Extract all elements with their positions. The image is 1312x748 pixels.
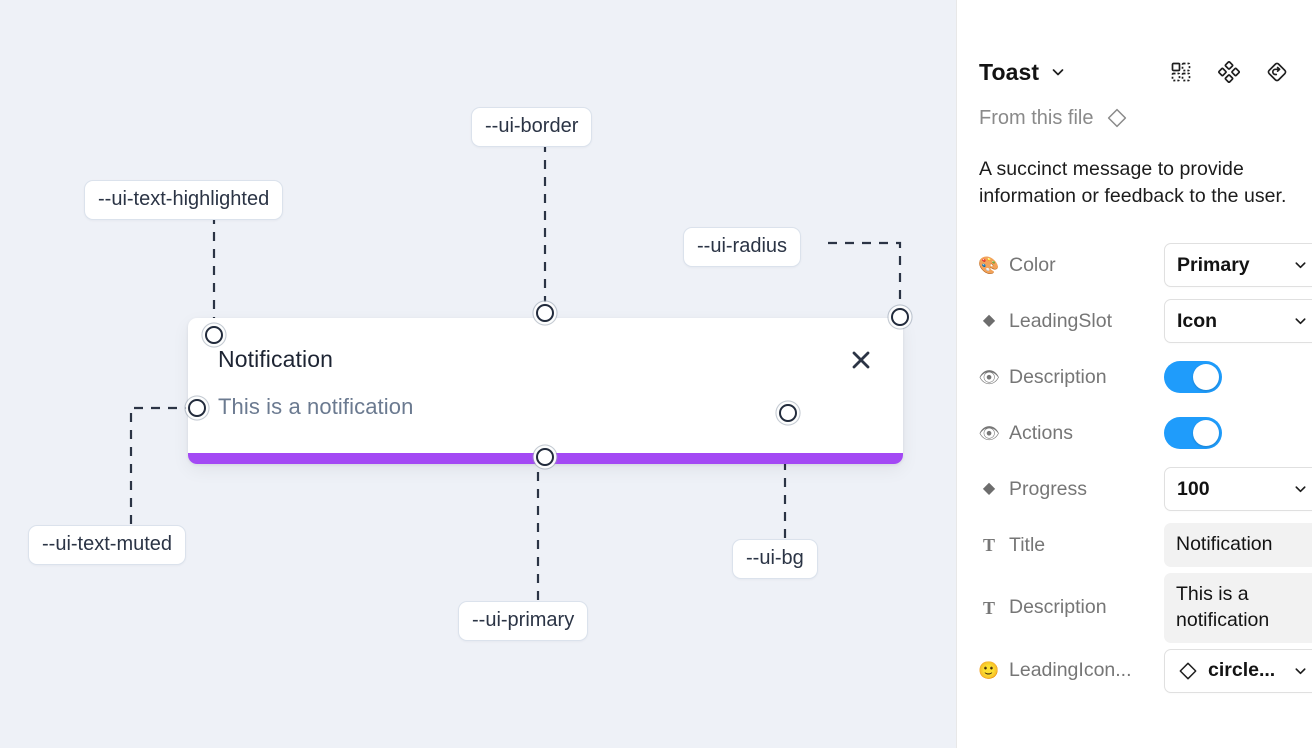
eye-emoji-icon: 👁: [979, 423, 1000, 443]
leadingslot-select-value: Icon: [1177, 309, 1218, 332]
toast-description: This is a notification: [218, 394, 414, 419]
panel-header-actions: [1168, 59, 1290, 85]
property-row-color: 🎨 Color Primary: [979, 237, 1312, 293]
text-type-icon: T: [982, 535, 995, 556]
property-name: Description: [1009, 596, 1107, 619]
anchor-dot-ui-bg[interactable]: [779, 404, 797, 422]
diamond-icon: ◆: [982, 480, 996, 498]
leadingicon-select[interactable]: circle...: [1164, 648, 1312, 693]
toast-component-preview[interactable]: Notification This is a notification: [188, 318, 903, 464]
eye-emoji-icon: 👁: [979, 367, 1000, 387]
color-select[interactable]: Primary: [1164, 243, 1312, 288]
property-row-leadingslot: ◆ LeadingSlot Icon: [979, 293, 1312, 349]
chevron-down-icon: [1293, 663, 1308, 678]
description-input[interactable]: This is a notification: [1164, 573, 1312, 643]
diamond-icon: ◆: [982, 312, 996, 330]
token-pill-ui-text-highlighted[interactable]: --ui-text-highlighted: [84, 180, 284, 220]
from-this-file-row: From this file: [957, 106, 1312, 130]
property-label-title: T Title: [979, 534, 1164, 557]
chevron-down-icon: [1293, 258, 1308, 273]
anchor-dot-ui-text-muted[interactable]: [188, 399, 206, 417]
progress-select[interactable]: 100: [1164, 467, 1312, 512]
page-title: Toast: [979, 58, 1040, 85]
property-name: LeadingIcon...: [1009, 659, 1132, 681]
property-label-description-toggle: 👁 Description: [979, 366, 1164, 389]
token-pill-ui-text-muted[interactable]: --ui-text-muted: [28, 525, 187, 565]
token-pill-ui-radius[interactable]: --ui-radius: [683, 227, 802, 267]
component-description: A succinct message to provide informatio…: [979, 158, 1287, 207]
anchor-dot-ui-text-highlighted[interactable]: [205, 326, 223, 344]
leadingicon-select-value: circle...: [1208, 659, 1276, 681]
token-pill-ui-border[interactable]: --ui-border: [471, 107, 593, 147]
toggle-knob: [1193, 420, 1219, 447]
actions-toggle[interactable]: [1164, 417, 1222, 450]
panel-header: Toast: [957, 0, 1312, 92]
title-input[interactable]: Notification: [1164, 523, 1312, 568]
component-set-icon[interactable]: [1168, 59, 1194, 85]
property-name: Color: [1009, 253, 1056, 276]
property-row-description-toggle: 👁 Description: [979, 349, 1294, 405]
property-label-description-text: T Description: [979, 596, 1164, 619]
leadingslot-select[interactable]: Icon: [1164, 299, 1312, 344]
color-select-value: Primary: [1177, 253, 1250, 276]
property-row-progress: ◆ Progress 100: [979, 461, 1312, 517]
progress-select-value: 100: [1177, 477, 1210, 500]
property-label-leadingslot: ◆ LeadingSlot: [979, 310, 1164, 333]
token-pill-ui-primary[interactable]: --ui-primary: [458, 601, 589, 641]
property-label-leadingicon: 🙂 LeadingIcon...: [979, 659, 1164, 682]
anchor-dot-ui-radius[interactable]: [891, 308, 909, 326]
token-pill-ui-bg[interactable]: --ui-bg: [732, 539, 818, 579]
component-diamond-icon: [1177, 660, 1199, 682]
anchor-dot-ui-primary[interactable]: [536, 448, 554, 466]
component-diamond-icon[interactable]: [1105, 106, 1129, 130]
property-row-title: T Title Notification: [979, 517, 1312, 573]
property-label-progress: ◆ Progress: [979, 478, 1164, 501]
design-canvas[interactable]: Notification This is a notification --ui…: [0, 0, 956, 748]
component-properties-list: 🎨 Color Primary ◆ LeadingSlot: [957, 237, 1312, 698]
smiley-emoji-icon: 🙂: [979, 661, 1000, 680]
description-toggle[interactable]: [1164, 361, 1222, 394]
from-this-file-label: From this file: [979, 106, 1094, 129]
palette-emoji-icon: 🎨: [979, 255, 1000, 275]
property-label-color: 🎨 Color: [979, 254, 1164, 277]
property-row-description-text: T Description This is a notification: [979, 573, 1312, 643]
variants-diamond-icon[interactable]: [1216, 59, 1242, 85]
anchor-dot-ui-border[interactable]: [536, 304, 554, 322]
chevron-down-icon: [1293, 482, 1308, 497]
toggle-knob: [1193, 364, 1219, 391]
reset-instance-icon[interactable]: [1264, 59, 1290, 85]
text-type-icon: T: [982, 597, 995, 618]
toast-title: Notification: [218, 346, 333, 372]
close-x-icon[interactable]: [847, 346, 875, 374]
property-name: Title: [1009, 533, 1046, 556]
property-name: Description: [1009, 365, 1107, 388]
property-name: Progress: [1009, 477, 1088, 500]
properties-panel: Toast: [956, 0, 1312, 748]
property-row-actions-toggle: 👁 Actions: [979, 405, 1294, 461]
chevron-down-icon[interactable]: [1050, 64, 1066, 80]
property-name: Actions: [1009, 421, 1073, 444]
property-name: LeadingSlot: [1009, 309, 1113, 332]
property-label-actions-toggle: 👁 Actions: [979, 422, 1164, 445]
chevron-down-icon: [1293, 314, 1308, 329]
property-row-leadingicon: 🙂 LeadingIcon... circle...: [979, 643, 1312, 699]
